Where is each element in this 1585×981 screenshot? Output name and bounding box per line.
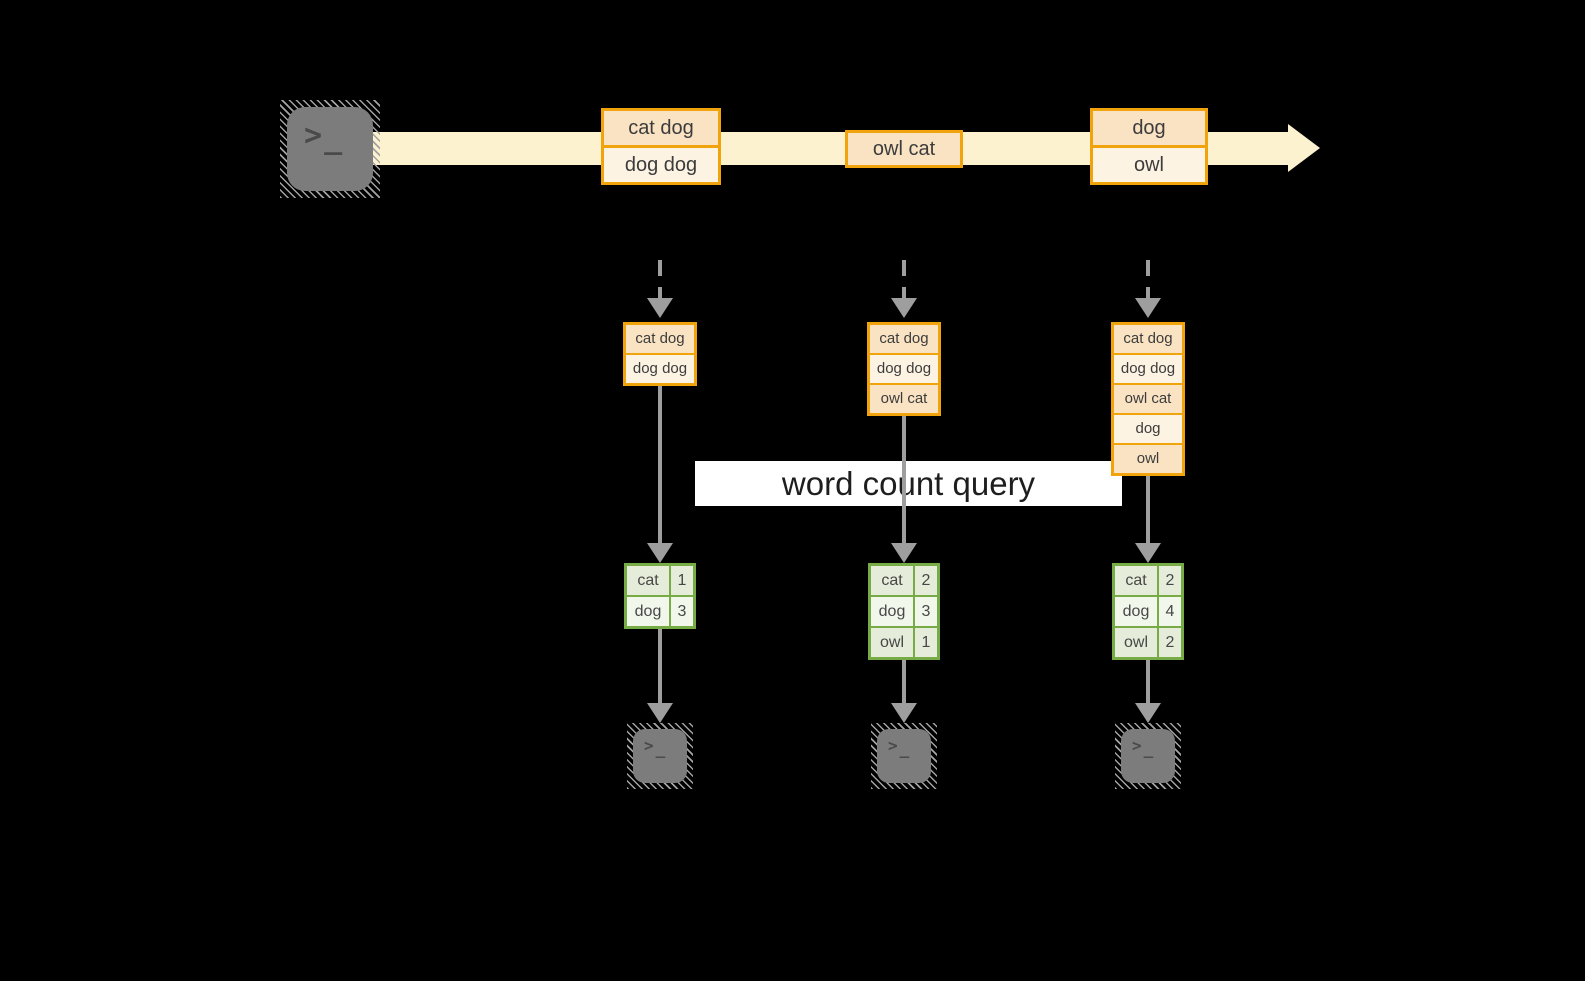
count-value: 1 [671, 566, 693, 595]
count-word: cat [627, 566, 669, 595]
input-row: dog dog [626, 355, 694, 383]
input-row: dog dog [1114, 355, 1182, 383]
terminal-body: >_ [633, 729, 687, 783]
prompt-chevron: > [888, 736, 898, 755]
terminal-body: >_ [877, 729, 931, 783]
prompt-chevron: > [644, 736, 654, 755]
stream-record: dog dog [604, 148, 718, 182]
query-connector [658, 384, 662, 545]
prompt-underscore: _ [655, 739, 666, 758]
count-row: owl 1 [871, 628, 937, 657]
count-word: cat [1115, 566, 1157, 595]
stream-record: owl cat [848, 133, 960, 165]
count-word: owl [1115, 628, 1157, 657]
terminal-sink-icon: >_ [627, 723, 693, 789]
prompt-underscore: _ [899, 739, 910, 758]
sink-connector [658, 627, 662, 705]
arrowhead-icon [1135, 543, 1161, 563]
input-row: owl [1114, 445, 1182, 473]
count-table-3: cat 2 dog 4 owl 2 [1112, 563, 1184, 660]
count-value: 2 [915, 566, 937, 595]
prompt-underscore: _ [1143, 739, 1154, 758]
microbatch-dashed-arrow [1146, 260, 1150, 298]
prompt-chevron: > [1132, 736, 1142, 755]
stream-arrowhead-icon [1288, 124, 1320, 172]
arrowhead-icon [1135, 703, 1161, 723]
count-row: cat 2 [871, 566, 937, 595]
input-row: owl cat [870, 385, 938, 413]
input-row: cat dog [626, 325, 694, 353]
stream-batch-1: cat dog dog dog [601, 108, 721, 185]
count-row: dog 4 [1115, 597, 1181, 626]
count-row: cat 2 [1115, 566, 1181, 595]
input-row: cat dog [870, 325, 938, 353]
count-word: dog [871, 597, 913, 626]
stream-record: owl [1093, 148, 1205, 182]
input-table-3: cat dog dog dog owl cat dog owl [1111, 322, 1185, 476]
arrowhead-icon [891, 298, 917, 318]
terminal-sink-icon: >_ [1115, 723, 1181, 789]
count-table-2: cat 2 dog 3 owl 1 [868, 563, 940, 660]
sink-connector [1146, 658, 1150, 705]
count-word: dog [1115, 597, 1157, 626]
count-word: owl [871, 628, 913, 657]
count-row: cat 1 [627, 566, 693, 595]
terminal-sink-icon: >_ [871, 723, 937, 789]
arrowhead-icon [647, 298, 673, 318]
terminal-prompt-icon: >_ [888, 736, 909, 757]
arrowhead-icon [891, 703, 917, 723]
stream-batch-2: owl cat [845, 130, 963, 168]
microbatch-dashed-arrow [902, 260, 906, 298]
count-row: dog 3 [627, 597, 693, 626]
input-row: dog [1114, 415, 1182, 443]
count-value: 3 [915, 597, 937, 626]
count-row: dog 3 [871, 597, 937, 626]
arrowhead-icon [891, 543, 917, 563]
sink-connector [902, 658, 906, 705]
count-table-1: cat 1 dog 3 [624, 563, 696, 629]
count-value: 4 [1159, 597, 1181, 626]
query-label-band: word count query [695, 461, 1122, 506]
stream-batch-3: dog owl [1090, 108, 1208, 185]
stream-record: cat dog [604, 111, 718, 145]
stream-record: dog [1093, 111, 1205, 145]
terminal-source-icon: >_ [280, 100, 380, 198]
count-word: dog [627, 597, 669, 626]
query-connector [902, 414, 906, 545]
arrowhead-icon [1135, 298, 1161, 318]
terminal-prompt-icon: >_ [1132, 736, 1153, 757]
count-value: 3 [671, 597, 693, 626]
prompt-chevron: > [304, 118, 323, 153]
count-value: 2 [1159, 628, 1181, 657]
input-row: owl cat [1114, 385, 1182, 413]
count-row: owl 2 [1115, 628, 1181, 657]
count-value: 2 [1159, 566, 1181, 595]
arrowhead-icon [647, 703, 673, 723]
input-table-1: cat dog dog dog [623, 322, 697, 386]
arrowhead-icon [647, 543, 673, 563]
input-table-2: cat dog dog dog owl cat [867, 322, 941, 416]
count-word: cat [871, 566, 913, 595]
terminal-prompt-icon: >_ [304, 118, 342, 154]
terminal-prompt-icon: >_ [644, 736, 665, 757]
input-row: cat dog [1114, 325, 1182, 353]
terminal-body: >_ [1121, 729, 1175, 783]
query-connector [1146, 474, 1150, 545]
microbatch-dashed-arrow [658, 260, 662, 298]
count-value: 1 [915, 628, 937, 657]
prompt-underscore: _ [324, 121, 343, 156]
input-row: dog dog [870, 355, 938, 383]
terminal-body: >_ [287, 107, 373, 191]
